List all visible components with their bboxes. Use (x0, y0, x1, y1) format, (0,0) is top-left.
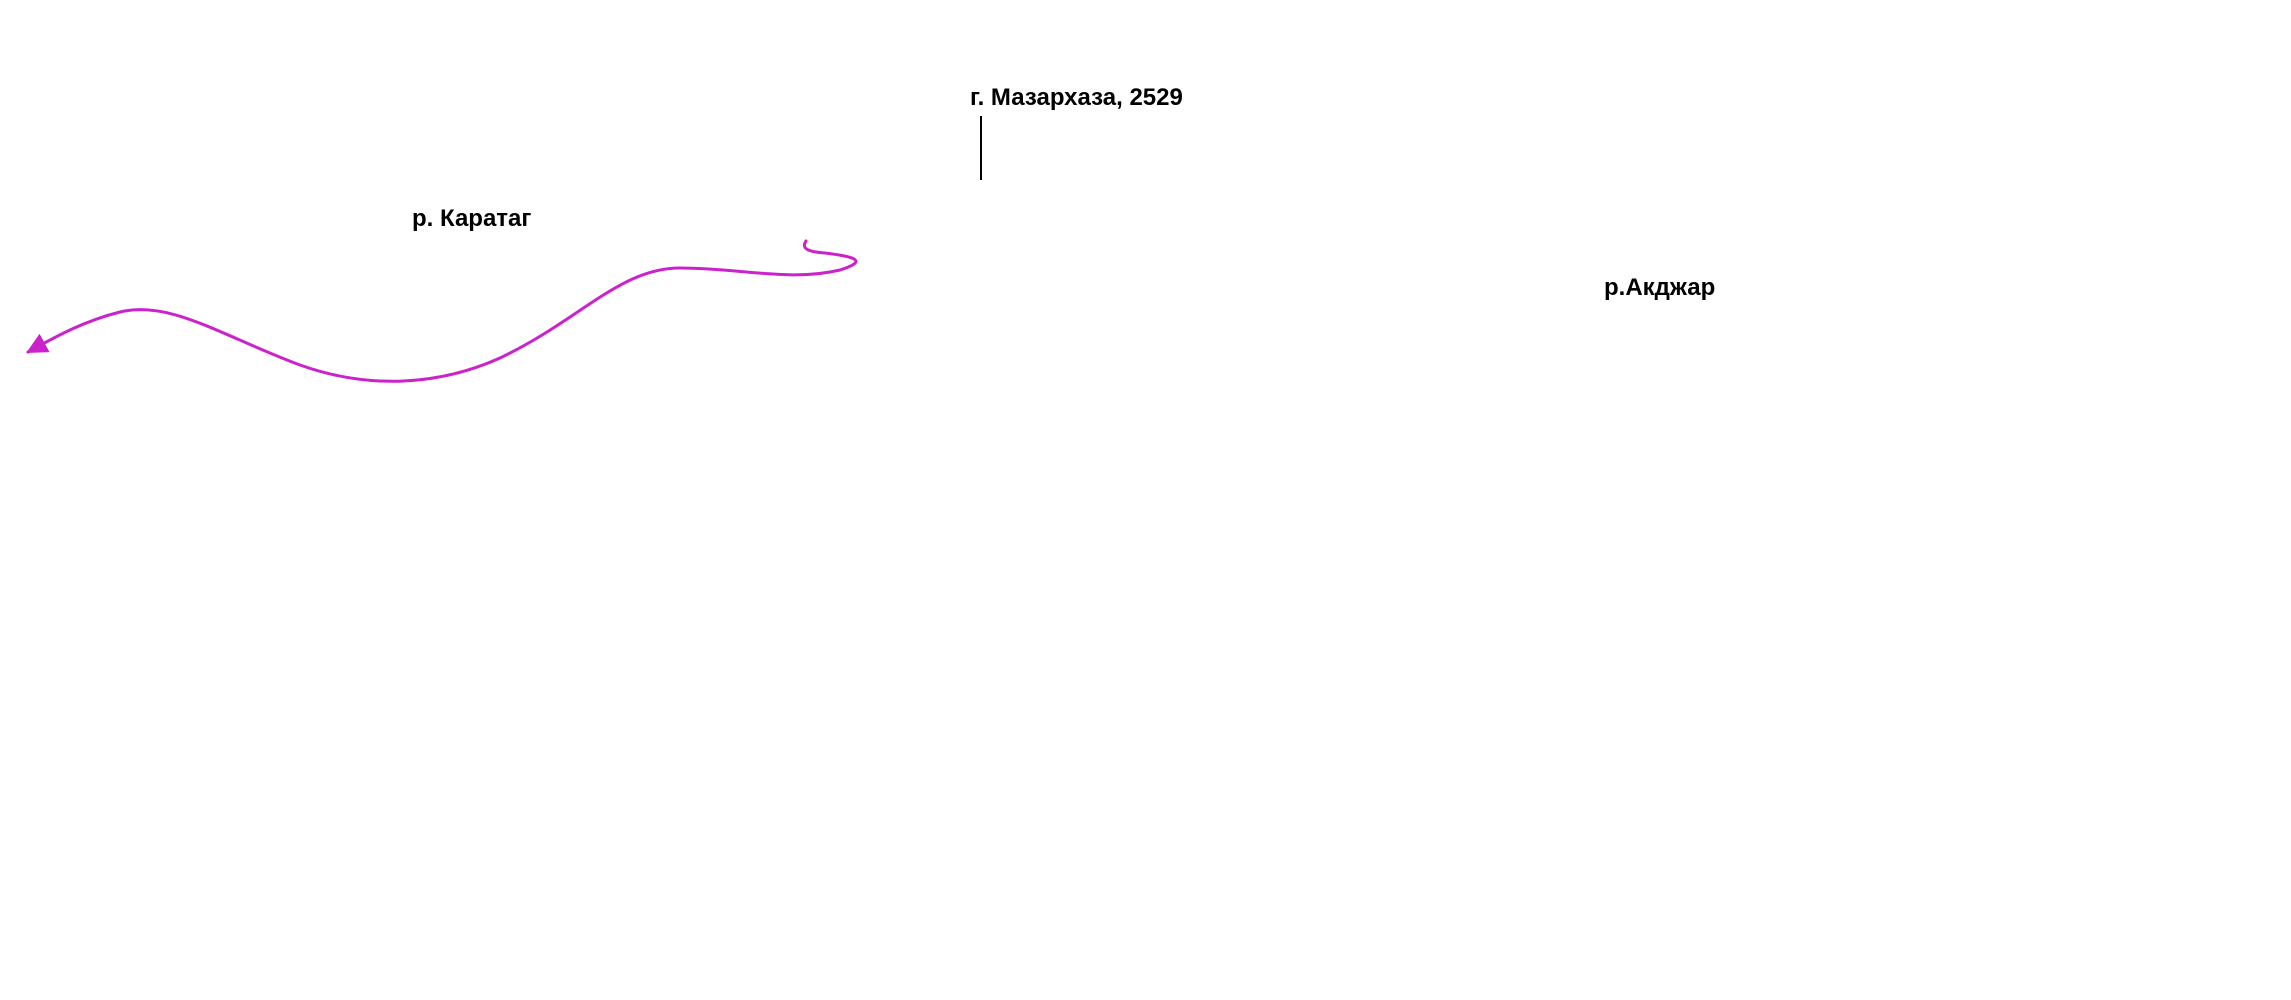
river-karatag-label: р. Каратаг (412, 205, 532, 232)
peak-label: г. Мазархаза, 2529 (970, 84, 1183, 111)
river-karatag-line (26, 239, 858, 383)
river-akdzhar-label: р.Акджар (1604, 274, 1716, 301)
